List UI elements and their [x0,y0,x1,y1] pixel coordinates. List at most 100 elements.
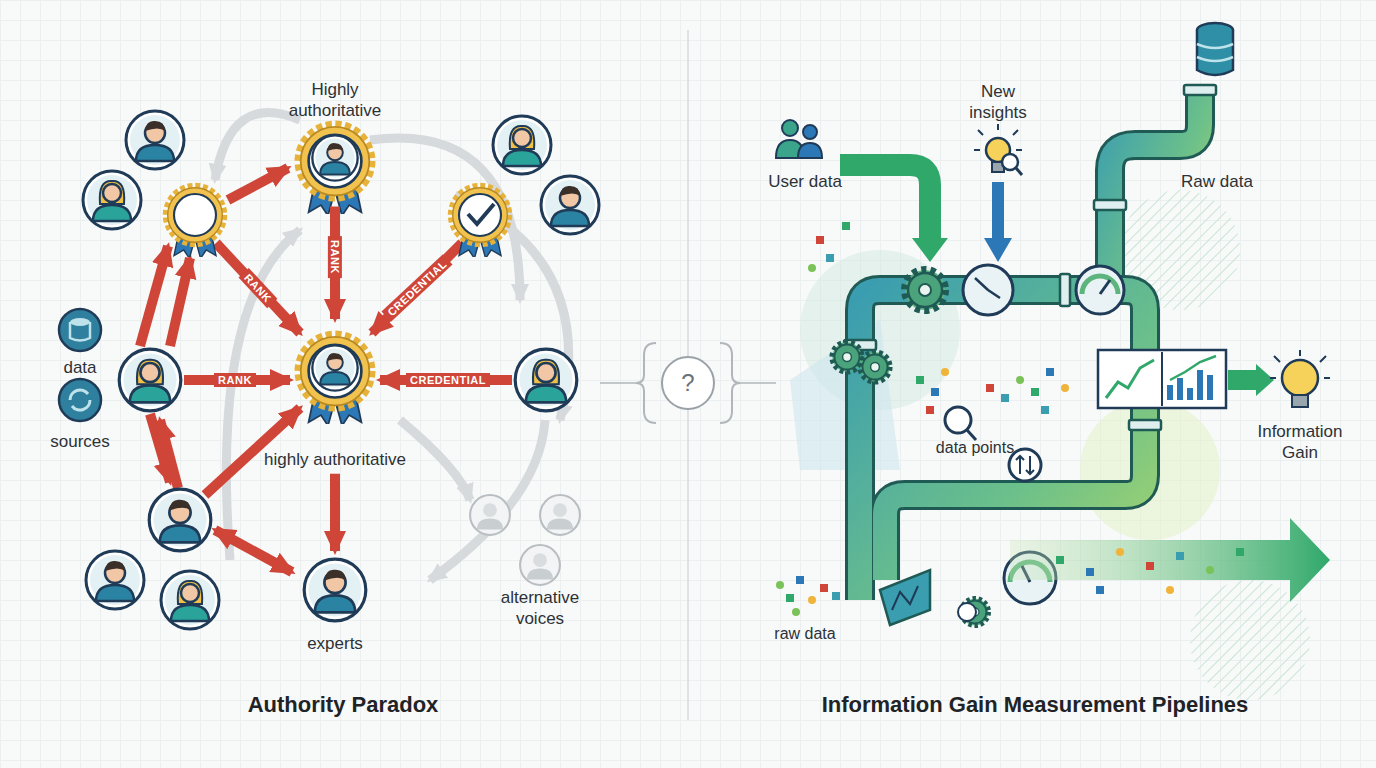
panel-divider-part [736,382,776,384]
red-rank-arrows-part [228,168,288,200]
data-point-marks-part [826,254,834,262]
data-source-icons-part [59,379,101,421]
grey-cycle-arrows-part [400,420,470,500]
pipeline-background [790,190,1310,700]
gears-part [860,352,889,381]
data-point-marks-part [820,584,828,592]
pipes-part [992,182,1004,240]
authority-badges-part [451,186,510,259]
chart-panel-part [1161,352,1163,406]
data-point-marks-part [1206,566,1214,574]
red-rank-arrows-part [140,246,168,346]
panel-divider-part [720,343,740,423]
data-point-marks-part [1056,556,1064,564]
arrow-label: CREDENTIAL [382,254,453,321]
authority-badges-part [298,334,372,426]
chart-panel-part [1170,356,1216,380]
pipe-joints-part [1060,274,1070,306]
icon-node: User data [755,118,855,193]
node-label: Information Gain [1245,422,1355,463]
panel-divider-part [662,357,714,409]
arrow-label: RANK [214,373,256,387]
data-point-marks-part [776,581,784,589]
data-point-marks-part [786,594,794,602]
text-label: data points [936,439,1014,457]
user-data-icon [776,120,822,158]
lightbulb-icons-part [1270,350,1330,378]
data-point-marks-part [816,236,824,244]
icon-node: alternative voices [485,492,595,629]
node-label: User data [755,172,855,193]
people [83,111,599,629]
data-source-icons-part [70,322,90,341]
pipes-part [984,238,1012,262]
pipes [840,85,1274,600]
icon-space [1172,20,1262,172]
arrow-label: CREDENTIAL [406,373,490,387]
node-label: experts [285,634,385,655]
pipes-part [912,238,948,262]
database-icon-part [1197,30,1233,75]
icon-space [40,378,120,432]
data-point-marks-part [941,368,949,376]
authority-badges-part [166,186,225,259]
data-source-icons-part [70,318,90,326]
authority-badges [166,124,510,426]
icon-space [285,554,385,634]
icon-space [260,322,410,450]
grey-alternative-people [470,495,580,585]
gears-part [905,270,945,310]
red-rank-arrows-part [216,243,300,333]
authority-badges-part [312,345,357,390]
data-point-marks-part [1086,568,1094,576]
data-point-marks-part [792,608,800,616]
data-point-marks-part [1016,376,1024,384]
grey-cycle-arrows-part [226,230,300,560]
magnifiers-and-gauges-part [967,430,976,440]
lightbulb-icons-part [974,124,1022,150]
data-point-marks-part [986,384,994,392]
magnifiers-and-gauges-part [963,265,1013,315]
node-label: Highly authoritative [270,80,400,121]
user-data-icon-part [782,120,798,136]
pipes-part [1228,370,1258,390]
arrow-label: RANK [328,236,342,278]
data-point-marks-part [1166,586,1174,594]
data-point-marks-part [1096,586,1104,594]
icon-node: highly authoritative [260,322,410,471]
data-point-marks-part [832,592,840,600]
database-icon [1197,23,1233,75]
data-source-icons-part [59,309,101,351]
icon-space [963,123,1033,213]
data-point-marks-part [1041,406,1049,414]
icon-node: sources [40,378,120,453]
node-label: highly authoritative [260,450,410,471]
chart-panel-part [1106,360,1154,398]
user-data-icon-part [803,125,817,139]
red-rank-arrows [140,168,512,572]
icon-space [45,308,115,358]
data-point-marks-part [931,388,939,396]
lightbulb-icons-part [1002,154,1018,170]
chart-panel-part [1098,350,1226,408]
data-source-icons-part [70,390,90,410]
icon-node: Raw data [1172,20,1262,193]
pipe-joints-part [1129,420,1161,430]
pipe-joints-part [1094,200,1126,210]
magnifiers-and-gauges-part [1100,280,1110,294]
lightbulb-icons [974,124,1330,407]
magnifiers-and-gauges-part [975,278,1000,298]
node-label: New insights [963,82,1033,123]
panel-title: Authority Paradox [248,692,439,718]
people-part [161,571,219,629]
data-point-marks-part [1046,368,1054,376]
icon-node: Information Gain [1245,354,1355,463]
panel-title: Information Gain Measurement Pipelines [822,692,1249,718]
data-point-marks-part [1146,562,1154,570]
node-label: sources [40,432,120,453]
red-rank-arrows-part [215,530,292,572]
flow-arrow-part [880,570,930,625]
rank-arrow [330,474,340,551]
authority-badges-part [312,135,357,180]
people-part [119,349,181,411]
